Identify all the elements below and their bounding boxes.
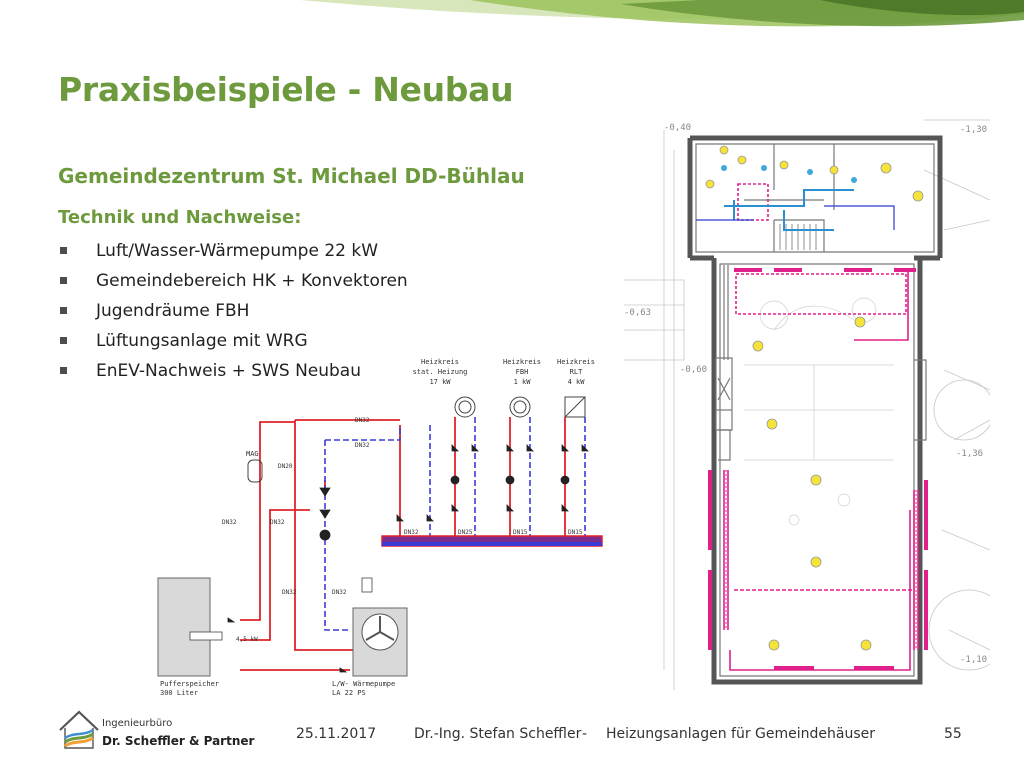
circuit-subheading: RLT (570, 368, 583, 376)
bullet-item: EnEV-Nachweis + SWS Neubau (58, 358, 408, 388)
hydraulic-schematic: Heizkreis stat. Heizung 17 kW Heizkreis … (157, 358, 603, 697)
level-label: -0,40 (664, 123, 691, 133)
bullet-square-icon (60, 307, 67, 314)
bullet-item: Lüftungsanlage mit WRG (58, 328, 408, 358)
heat-pump-model: LA 22 PS (332, 689, 366, 697)
bullet-text: Luft/Wasser-Wärmepumpe 22 kW (96, 241, 379, 261)
company-logo-house-icon (59, 710, 99, 749)
bullet-text: Lüftungsanlage mit WRG (96, 331, 308, 351)
footer-author: Dr.-Ing. Stefan Scheffler (414, 726, 582, 742)
pipe-label: DN32 (355, 417, 370, 424)
pipe-label: DN15 (513, 529, 528, 536)
mag-label: MAG (246, 450, 259, 458)
circuit-subheading: FBH (516, 368, 529, 376)
pipe-label: DN32 (270, 519, 285, 526)
pipe-label: DN32 (355, 442, 370, 449)
circuit-power: 1 kW (514, 378, 532, 386)
bullet-item: Gemeindebereich HK + Konvektoren (58, 268, 408, 298)
pipe-label: DN32 (404, 529, 419, 536)
header-wave-decoration (300, 0, 1024, 27)
level-label: -1,30 (960, 125, 987, 135)
bullet-square-icon (60, 277, 67, 284)
circuit-heading: Heizkreis (503, 358, 541, 366)
pipe-label: DN15 (568, 529, 583, 536)
footer-topic: Heizungsanlagen für Gemeindehäuser (606, 726, 876, 742)
heat-pump-label: L/W- Wärmepumpe (332, 680, 395, 688)
footer-separator: - (582, 726, 588, 742)
circuit-heading: Heizkreis (421, 358, 459, 366)
floor-plan-drawing: -0,40 -1,30 -0,63 -0,60 -1,36 -1,10 (624, 119, 990, 690)
storage-label: Pufferspeicher (160, 680, 219, 688)
expansion-vessel (247, 459, 263, 483)
pipe-label: DN32 (222, 519, 237, 526)
slide-title: Praxisbeispiele - Neubau (58, 70, 514, 109)
bullet-list: Luft/Wasser-Wärmepumpe 22 kW Gemeindeber… (58, 238, 408, 388)
circuit-power: 4 kW (568, 378, 586, 386)
bullet-text: Gemeindebereich HK + Konvektoren (96, 271, 408, 291)
level-label: -1,36 (956, 449, 983, 459)
slide-subtitle: Gemeindezentrum St. Michael DD-Bühlau (58, 164, 525, 188)
circuit-subheading: stat. Heizung (413, 368, 468, 376)
bullet-item: Luft/Wasser-Wärmepumpe 22 kW (58, 238, 408, 268)
pipe-label: DN32 (282, 589, 297, 596)
bullet-square-icon (60, 337, 67, 344)
bullet-item: Jugendräume FBH (58, 298, 408, 328)
pipe-label: DN25 (458, 529, 473, 536)
buffer-storage-tank (157, 577, 211, 677)
footer-date: 25.11.2017 (296, 726, 377, 742)
bullet-text: Jugendräume FBH (96, 301, 250, 321)
circuit-heading: Heizkreis (557, 358, 595, 366)
pipe-label: DN20 (278, 463, 293, 470)
pipe-label: DN32 (332, 589, 347, 596)
storage-volume: 300 Liter (160, 689, 198, 697)
company-name-line2: Dr. Scheffler & Partner (102, 734, 255, 748)
bullet-square-icon (60, 247, 67, 254)
page-number: 55 (944, 726, 962, 742)
heater-rating: 4,5 kW (236, 636, 258, 643)
bullet-text: EnEV-Nachweis + SWS Neubau (96, 361, 362, 381)
section-heading: Technik und Nachweise: (58, 207, 302, 228)
level-label: -0,63 (624, 308, 651, 318)
level-label: -0,60 (680, 365, 707, 375)
manifold-return (382, 542, 602, 546)
level-label: -1,10 (960, 655, 987, 665)
circuit-power: 17 kW (429, 378, 451, 386)
bullet-square-icon (60, 367, 67, 374)
company-name-line1: Ingenieurbüro (102, 718, 173, 729)
